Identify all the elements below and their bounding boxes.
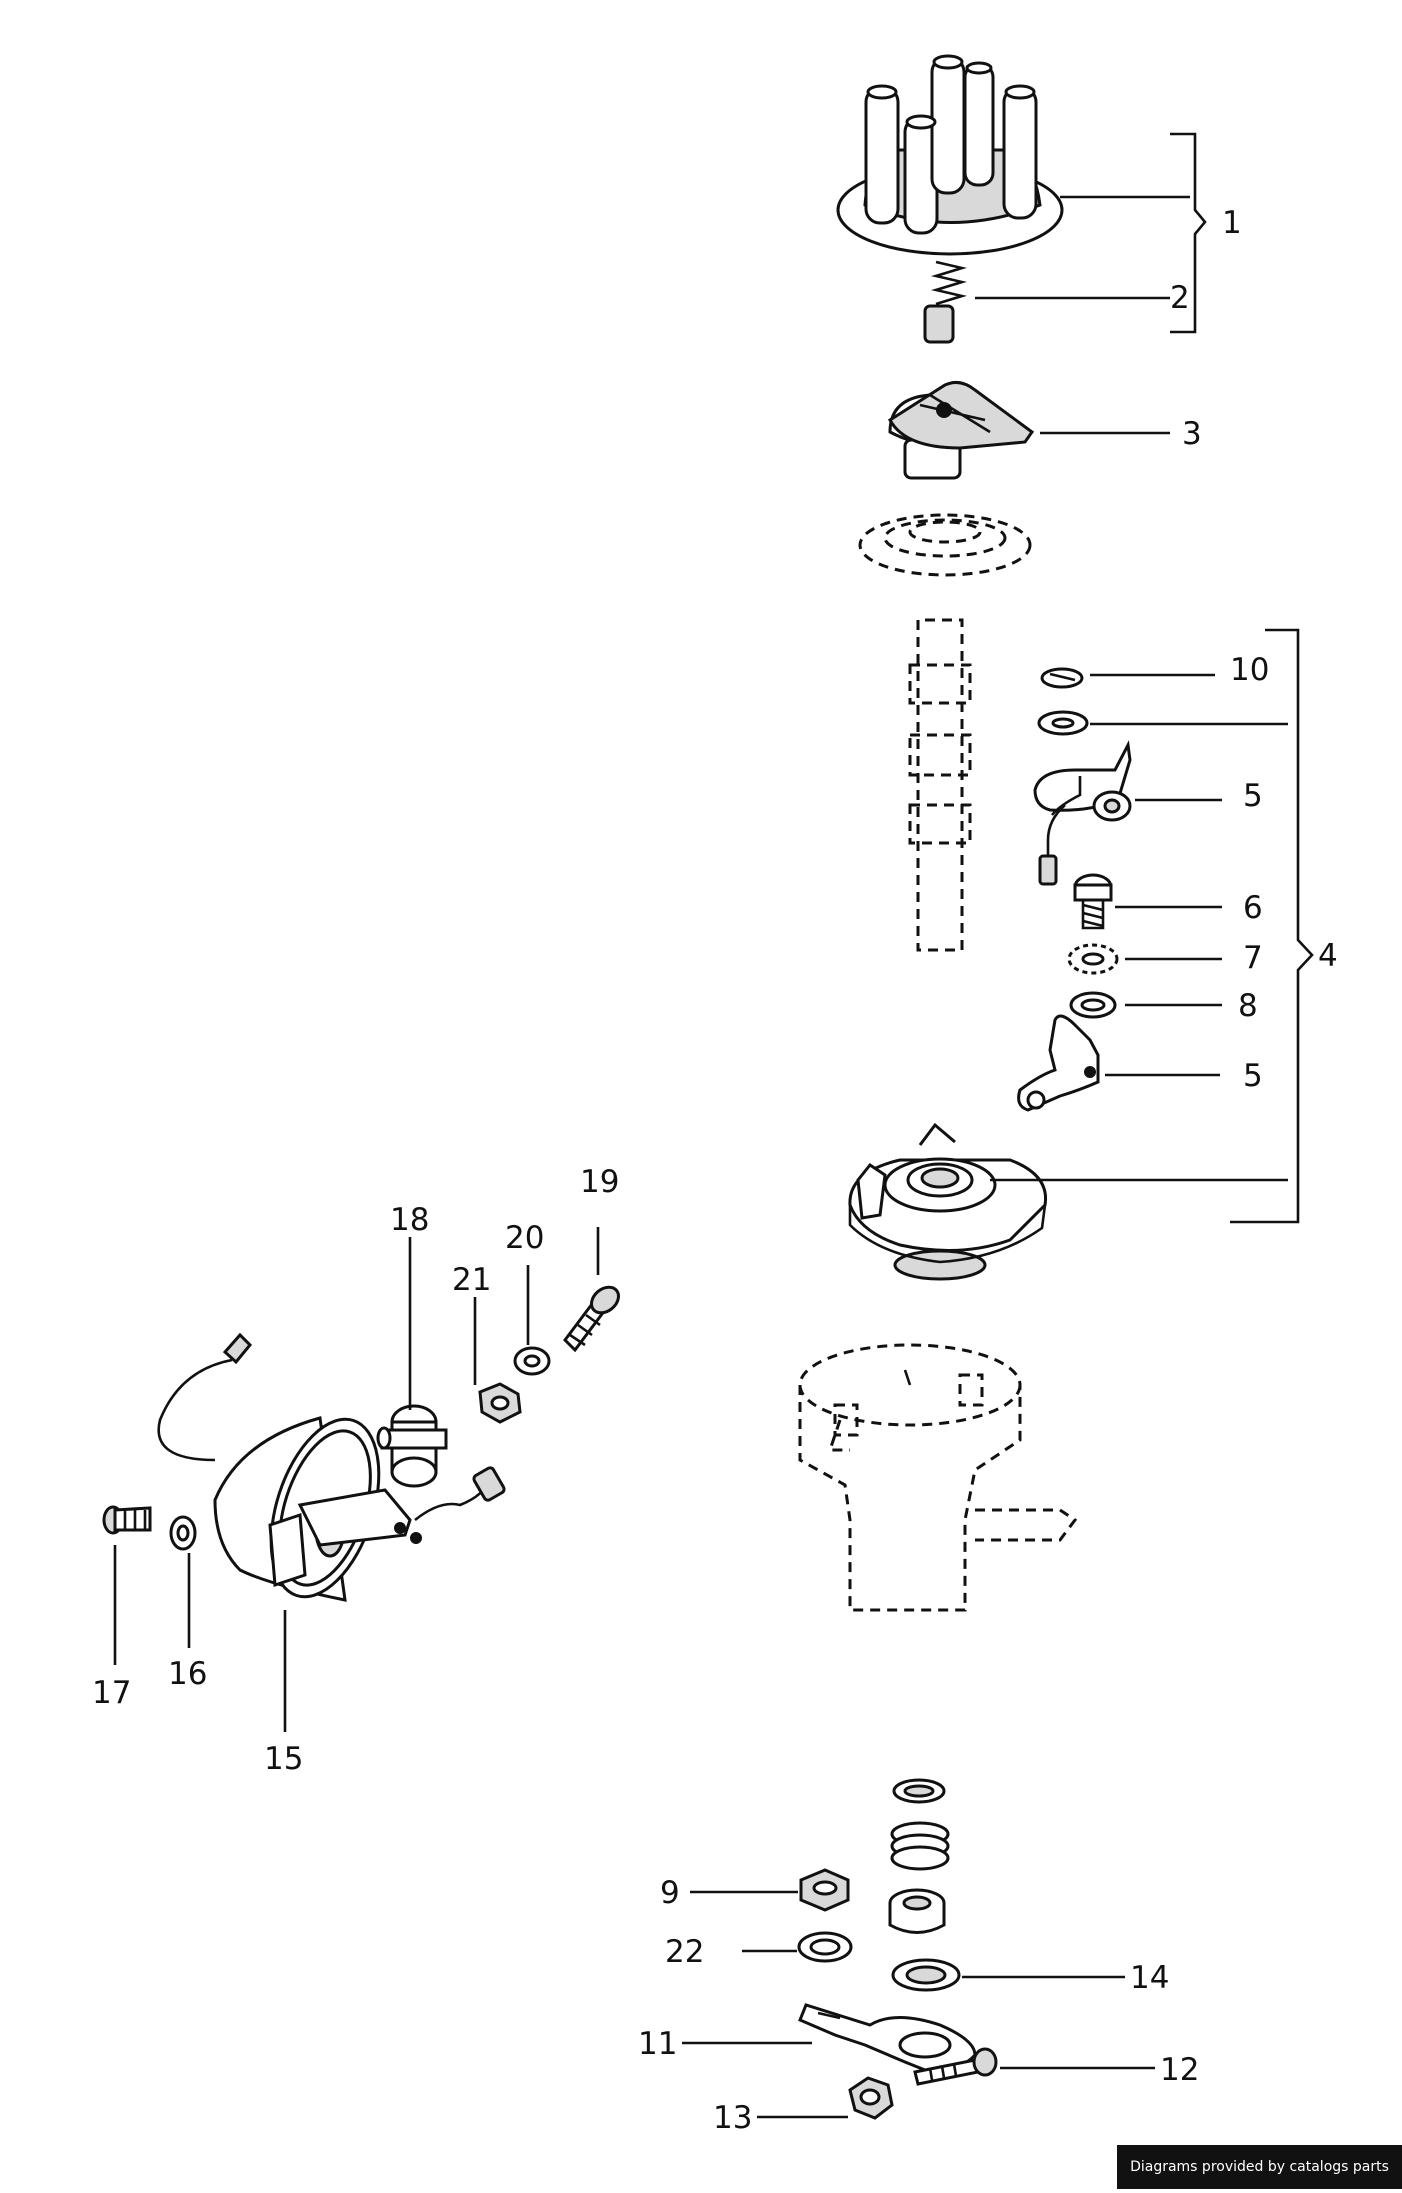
washer-22 — [797, 1931, 853, 1963]
callout-numbers: 1 2 3 10 5 6 7 4 8 5 19 18 20 21 17 16 1… — [92, 205, 1338, 2136]
callout-21: 21 — [452, 1262, 491, 1298]
callout-4: 4 — [1318, 938, 1338, 974]
clamp-11 — [798, 2003, 977, 2072]
washer-top — [1037, 710, 1089, 736]
bolt-12 — [913, 2047, 998, 2086]
nut-21 — [478, 1382, 522, 1424]
dust-shield-dashed — [858, 513, 1032, 577]
distributor-cap — [836, 54, 1064, 256]
callout-19: 19 — [580, 1164, 619, 1200]
callout-7: 7 — [1243, 940, 1263, 976]
leader-lines — [113, 132, 1314, 2119]
condenser-18 — [376, 1404, 448, 1488]
callout-13: 13 — [713, 2100, 752, 2136]
distributor-housing-dashed — [798, 1343, 1078, 1612]
credit-banner: Diagrams provided by catalogs parts — [1117, 2145, 1402, 2189]
clip-10 — [1040, 667, 1084, 689]
spring-bottom — [890, 1821, 950, 1871]
callout-2: 2 — [1170, 280, 1190, 316]
ring-top — [892, 1778, 946, 1804]
lock-washer-7 — [1067, 943, 1119, 975]
callout-15: 15 — [264, 1741, 303, 1777]
callout-10: 10 — [1230, 652, 1269, 688]
callout-18: 18 — [390, 1202, 429, 1238]
nut-13 — [848, 2076, 894, 2120]
screw-19 — [563, 1285, 620, 1353]
callout-8: 8 — [1238, 988, 1258, 1024]
carbon-brush-spring — [923, 260, 968, 344]
vacuum-unit-15 — [213, 1416, 422, 1602]
callout-11: 11 — [638, 2026, 677, 2062]
rotor — [888, 380, 1035, 480]
washer-14 — [891, 1958, 961, 1992]
callout-16: 16 — [168, 1656, 207, 1692]
nut-9 — [799, 1868, 850, 1912]
callout-20: 20 — [505, 1220, 544, 1256]
callout-14: 14 — [1130, 1960, 1169, 1996]
callout-5-lower: 5 — [1243, 1058, 1263, 1094]
contact-breaker-upper — [1033, 740, 1132, 886]
callout-17: 17 — [92, 1675, 131, 1711]
shaft-dashed — [908, 618, 972, 952]
washer-16 — [169, 1515, 197, 1551]
screw-6 — [1073, 873, 1113, 930]
callout-22: 22 — [665, 1934, 704, 1970]
breaker-plate — [848, 1122, 1048, 1281]
bushing — [888, 1888, 946, 1934]
callout-1: 1 — [1222, 205, 1242, 241]
washer-8 — [1069, 991, 1117, 1019]
callout-5-upper: 5 — [1243, 778, 1263, 814]
washer-20 — [513, 1346, 551, 1376]
callout-9: 9 — [660, 1875, 680, 1911]
screw-17 — [102, 1505, 152, 1535]
callout-3: 3 — [1182, 416, 1202, 452]
callout-6: 6 — [1243, 890, 1263, 926]
contact-breaker-lower — [1017, 1014, 1100, 1112]
callout-12: 12 — [1160, 2052, 1199, 2088]
wire-lead — [157, 1332, 506, 1522]
